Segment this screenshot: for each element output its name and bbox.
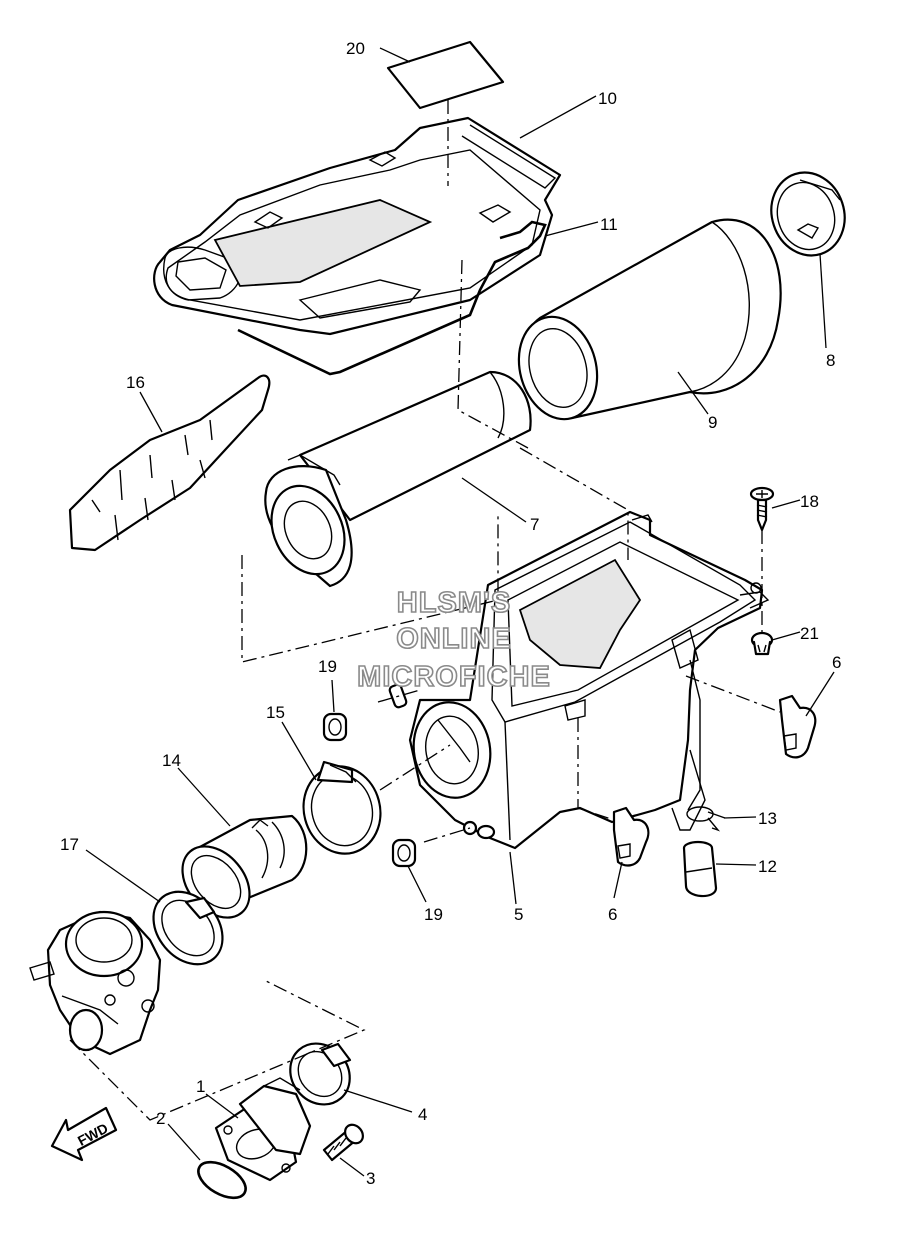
callout-9: 9 bbox=[708, 413, 717, 432]
callout-7: 7 bbox=[530, 515, 539, 534]
part-6-holder-bottom bbox=[612, 806, 650, 867]
part-7-filter-guide bbox=[264, 370, 532, 588]
callout-8: 8 bbox=[826, 351, 835, 370]
callout-17: 17 bbox=[60, 835, 79, 854]
part-19-grommet-upper bbox=[322, 712, 348, 742]
watermark: HLSM'S ONLINE MICROFICHE bbox=[356, 586, 551, 694]
callout-14: 14 bbox=[162, 751, 181, 770]
callout-4: 4 bbox=[418, 1105, 427, 1124]
callout-6-bottom: 6 bbox=[608, 905, 617, 924]
watermark-line-1: HLSM'S bbox=[397, 587, 511, 619]
watermark-line-3: MICROFICHE bbox=[357, 661, 551, 693]
callout-1: 1 bbox=[196, 1077, 205, 1096]
part-20-label-sticker bbox=[386, 40, 505, 110]
part-1-carb-joint bbox=[214, 1077, 312, 1182]
callout-19-upper: 19 bbox=[318, 657, 337, 676]
part-6-holder-right bbox=[778, 694, 817, 759]
part-4-clamp bbox=[289, 1042, 352, 1106]
callout-20: 20 bbox=[346, 39, 365, 58]
callout-19-lower: 19 bbox=[424, 905, 443, 924]
callout-15: 15 bbox=[266, 703, 285, 722]
part-8-filter-cap bbox=[770, 171, 846, 257]
part-12-drain-cap bbox=[682, 840, 718, 898]
callout-6-right: 6 bbox=[832, 653, 841, 672]
part-15-clamp bbox=[302, 760, 382, 855]
part-16-damper bbox=[68, 374, 271, 552]
part-13-clip bbox=[686, 806, 726, 832]
part-2-o-ring bbox=[197, 1160, 247, 1200]
assembly-lines bbox=[69, 100, 781, 1121]
part-10-airbox-cover bbox=[153, 116, 562, 336]
part-3-bolt bbox=[322, 1123, 364, 1162]
callout-numbers: 20 10 11 8 9 16 7 18 21 6 19 15 14 13 17… bbox=[60, 39, 841, 1188]
callout-3: 3 bbox=[366, 1169, 375, 1188]
part-9-filter-element bbox=[517, 218, 782, 421]
callout-18: 18 bbox=[800, 492, 819, 511]
part-17-clamp bbox=[152, 890, 224, 966]
watermark-line-2: ONLINE bbox=[396, 623, 512, 655]
part-21-nut bbox=[750, 631, 774, 656]
callout-11: 11 bbox=[600, 215, 618, 234]
callout-2: 2 bbox=[156, 1109, 165, 1128]
part-11-seal bbox=[237, 220, 547, 376]
fwd-arrow-icon: FWD bbox=[50, 1106, 118, 1162]
callout-5: 5 bbox=[514, 905, 523, 924]
callout-12: 12 bbox=[758, 857, 777, 876]
part-18-screw bbox=[749, 486, 775, 532]
callout-21: 21 bbox=[800, 624, 819, 643]
part-19-grommet-lower bbox=[391, 838, 417, 868]
leader-lines bbox=[85, 47, 835, 1177]
carburetor bbox=[29, 910, 162, 1056]
callout-13: 13 bbox=[758, 809, 777, 828]
callout-10: 10 bbox=[598, 89, 617, 108]
part-5-air-cleaner-case bbox=[388, 510, 770, 850]
callout-16: 16 bbox=[126, 373, 145, 392]
